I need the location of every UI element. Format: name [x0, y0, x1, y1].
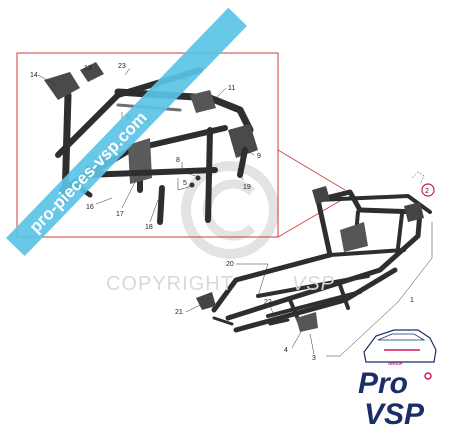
callout-14: 14 — [30, 72, 38, 79]
part-2-highlight-ring — [421, 183, 435, 197]
callout-11: 11 — [228, 85, 235, 92]
provsp-logo: GROUP Pro VSP — [358, 329, 437, 431]
callout-17: 17 — [116, 211, 124, 218]
callout-16: 16 — [86, 204, 94, 211]
main-frame-assembly — [196, 186, 432, 333]
callout-22: 22 — [264, 299, 272, 306]
callout-3: 3 — [312, 355, 316, 362]
callout-8: 8 — [176, 157, 180, 164]
callout-2: 2 — [425, 188, 429, 195]
callout-18: 18 — [145, 224, 153, 231]
callout-5-right: 5 — [183, 180, 187, 187]
copyright-watermark-text: COPYRIGHT — [106, 273, 234, 295]
callout-1: 1 — [410, 297, 414, 304]
logo-pro-text: Pro — [358, 367, 408, 400]
detail-connector-line — [277, 149, 346, 191]
callout-23: 23 — [118, 63, 126, 70]
detail-frame — [16, 52, 279, 238]
callout-19: 19 — [243, 184, 251, 191]
main-callouts: 2 20 1 21 22 4 3 — [175, 171, 435, 362]
callout-9: 9 — [257, 153, 261, 160]
callout-4: 4 — [284, 347, 288, 354]
callout-13: 13 — [84, 65, 92, 72]
callout-20: 20 — [226, 261, 234, 268]
detail-connector-line — [277, 197, 346, 238]
callout-21: 21 — [175, 309, 183, 316]
logo-vsp-text: VSP — [364, 398, 425, 431]
car-outline-icon — [363, 329, 437, 363]
logo-accent-dot — [424, 372, 432, 380]
logo-group-label: GROUP — [388, 361, 403, 366]
vsp-watermark-text: VSP — [292, 273, 335, 295]
banner-strip — [6, 7, 247, 257]
